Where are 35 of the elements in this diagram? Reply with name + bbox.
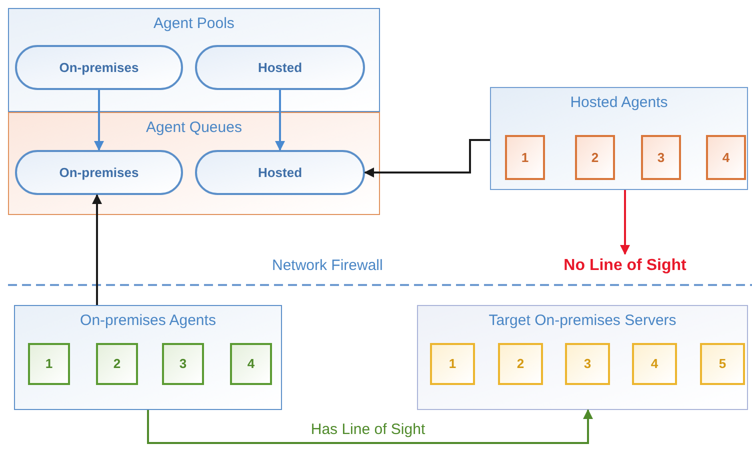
numbered-square: 1 (505, 135, 545, 180)
numbered-square: 4 (706, 135, 746, 180)
numbered-square: 4 (230, 343, 272, 385)
connector-arrow (620, 190, 630, 255)
numbered-square: 3 (565, 343, 610, 385)
connector-arrow (94, 90, 104, 151)
pill-node: Hosted (195, 45, 365, 90)
numbered-square: 1 (430, 343, 475, 385)
numbered-square: 5 (700, 343, 745, 385)
firewall-label: Network Firewall (272, 256, 383, 276)
connector-arrow (92, 194, 102, 305)
numbered-square: 2 (575, 135, 615, 180)
group-box (14, 305, 282, 410)
group-title: Hosted Agents (569, 93, 669, 113)
group-box (8, 8, 380, 112)
group-title: Agent Queues (145, 118, 243, 138)
numbered-square: 4 (632, 343, 677, 385)
numbered-square: 2 (96, 343, 138, 385)
group-box (417, 305, 748, 410)
connector-arrow (275, 90, 285, 151)
pill-node: On-premises (15, 45, 183, 90)
connector-arrow (147, 409, 593, 444)
group-title: On-premises Agents (79, 311, 217, 331)
numbered-square: 3 (641, 135, 681, 180)
connector-arrow (364, 139, 490, 178)
callout-text: No Line of Sight (552, 254, 698, 278)
numbered-square: 1 (28, 343, 70, 385)
numbered-square: 3 (162, 343, 204, 385)
group-box (8, 112, 380, 215)
group-title: Agent Pools (152, 14, 236, 34)
pill-node: Hosted (195, 150, 365, 195)
group-title: Target On-premises Servers (488, 311, 678, 331)
numbered-square: 2 (498, 343, 543, 385)
group-box (490, 87, 748, 190)
pill-node: On-premises (15, 150, 183, 195)
